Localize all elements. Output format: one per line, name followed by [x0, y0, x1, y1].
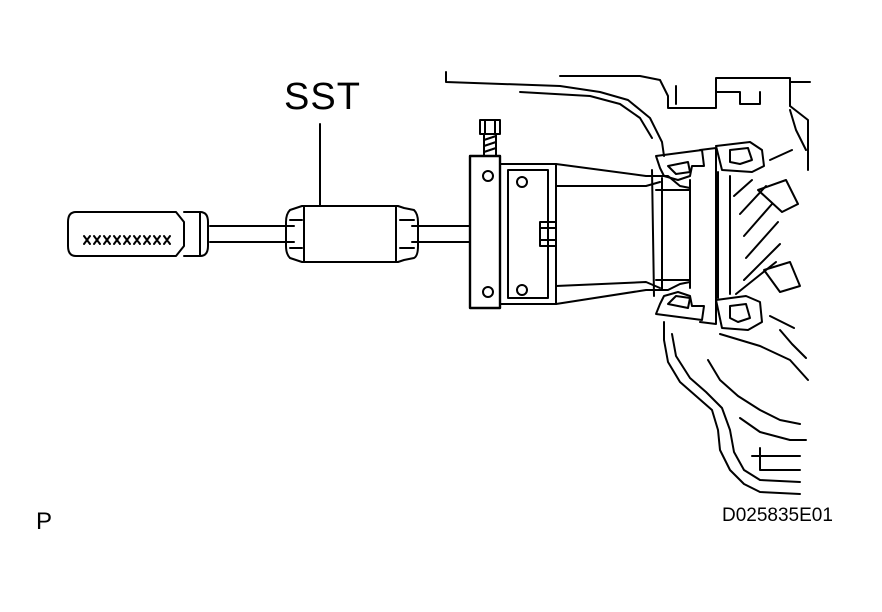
sst-label: SST [284, 76, 361, 118]
adjusting-bolt [479, 119, 501, 157]
puller-claws [555, 163, 691, 305]
slide-hammer [67, 205, 471, 263]
figure-code: D025835E01 [722, 505, 833, 526]
puller-crossbar [468, 154, 557, 310]
hub-housing [445, 71, 811, 495]
oil-seal [655, 147, 717, 325]
bearing-assembly [715, 141, 801, 331]
view-letter: P [36, 508, 53, 535]
